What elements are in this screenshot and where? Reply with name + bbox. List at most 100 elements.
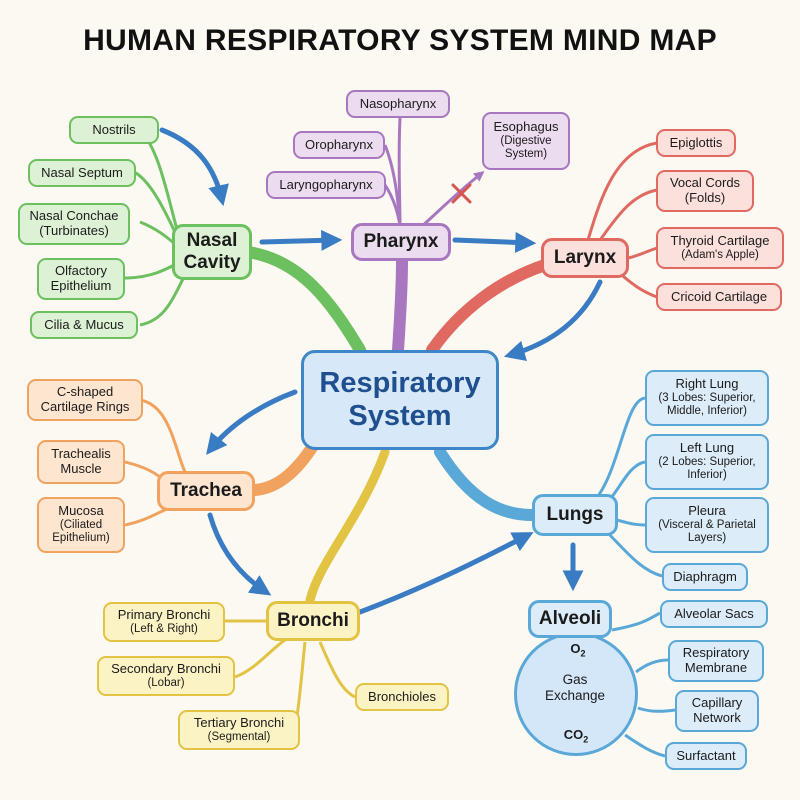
bronchi-item-label: Tertiary Bronchi — [193, 714, 285, 730]
co2-symbol: CO — [563, 727, 584, 742]
nasal-item-label: Olfactory — [54, 263, 107, 279]
pharynx-item-label: Nasopharynx — [359, 95, 437, 111]
branch-nasal — [242, 246, 366, 356]
gas-exchange-line1: Gas — [562, 672, 588, 687]
lungs-item-diaphragm[interactable]: Diaphragm — [662, 563, 748, 591]
lungs-item-label: Diaphragm — [673, 568, 737, 584]
alveoli-item-capillary[interactable]: Capillary Network — [675, 690, 759, 732]
nasal-item-conchae[interactable]: Nasal Conchae (Turbinates) — [18, 203, 130, 245]
larynx-leaf-links — [586, 141, 658, 299]
larynx-item-cricoid[interactable]: Cricoid Cartilage — [656, 283, 782, 311]
bronchi-item-label: Primary Bronchi — [117, 606, 211, 622]
lungs-item-sublabel: Inferior) — [687, 469, 727, 482]
bronchi-item-primary[interactable]: Primary Bronchi (Left & Right) — [103, 602, 225, 642]
esophagus-node[interactable]: Esophagus (Digestive System) — [482, 112, 570, 170]
lungs-item-label: Pleura — [688, 503, 726, 519]
larynx-item-epiglottis[interactable]: Epiglottis — [656, 129, 736, 157]
alveoli-leaf-links — [611, 611, 676, 758]
larynx-item-vocal-cords[interactable]: Vocal Cords (Folds) — [656, 170, 754, 212]
trachea-node[interactable]: Trachea — [157, 471, 255, 511]
nasal-item-sublabel: (Turbinates) — [39, 223, 109, 238]
bronchi-item-label: Secondary Bronchi — [111, 660, 221, 676]
nasal-item-olfactory[interactable]: Olfactory Epithelium — [37, 258, 125, 300]
branch-lungs — [434, 446, 538, 521]
pharynx-item-laryngopharynx[interactable]: Laryngopharynx — [266, 171, 386, 199]
larynx-item-label: Thyroid Cartilage — [670, 232, 770, 248]
nasal-item-nostrils[interactable]: Nostrils — [69, 116, 159, 144]
esophagus-sublabel: System) — [504, 148, 548, 161]
lungs-node[interactable]: Lungs — [532, 494, 618, 536]
nasal-item-sublabel: Epithelium — [50, 278, 112, 293]
trachea-item-trachealis[interactable]: Trachealis Muscle — [37, 440, 125, 484]
trachea-item-mucosa[interactable]: Mucosa (Ciliated Epithelium) — [37, 497, 125, 553]
esophagus-sublabel: (Digestive — [500, 135, 552, 148]
center-node-respiratory-system[interactable]: Respiratory System — [301, 350, 499, 450]
alveoli-label: Alveoli — [538, 608, 602, 630]
bronchi-label: Bronchi — [277, 610, 349, 632]
nasal-item-cilia[interactable]: Cilia & Mucus — [30, 311, 138, 339]
lungs-item-sublabel: (2 Lobes: Superior, — [658, 456, 756, 469]
alveoli-item-surfactant[interactable]: Surfactant — [665, 742, 747, 770]
nasal-cavity-label-line1: Nasal — [186, 230, 238, 252]
lungs-item-label: Right Lung — [675, 376, 739, 392]
pharynx-item-oropharynx[interactable]: Oropharynx — [293, 131, 385, 159]
bronchi-item-sublabel: (Lobar) — [147, 676, 185, 689]
larynx-node[interactable]: Larynx — [541, 238, 629, 278]
branch-pharynx — [392, 256, 408, 356]
center-label-line2: System — [348, 400, 452, 432]
o2-symbol: O — [570, 641, 581, 656]
trachea-item-cartilage-rings[interactable]: C-shaped Cartilage Rings — [27, 379, 143, 421]
lungs-item-label: Left Lung — [679, 440, 735, 456]
alveoli-node[interactable]: Alveoli — [528, 600, 612, 638]
lungs-item-sublabel: (3 Lobes: Superior, — [658, 392, 756, 405]
nasal-item-septum[interactable]: Nasal Septum — [28, 159, 136, 187]
trachea-item-label: C-shaped — [56, 384, 114, 400]
larynx-label: Larynx — [553, 247, 617, 269]
alveoli-item-label: Alveolar Sacs — [674, 605, 754, 621]
larynx-item-sublabel: (Folds) — [684, 190, 726, 205]
pharynx-label: Pharynx — [363, 231, 439, 253]
bronchi-item-secondary[interactable]: Secondary Bronchi (Lobar) — [97, 656, 235, 696]
alveoli-item-sacs[interactable]: Alveolar Sacs — [660, 600, 768, 628]
lungs-item-left-lung[interactable]: Left Lung (2 Lobes: Superior, Inferior) — [645, 434, 769, 490]
trachea-item-label: Mucosa — [58, 503, 104, 519]
pharynx-item-label: Oropharynx — [305, 136, 373, 152]
bronchi-item-bronchioles[interactable]: Bronchioles — [355, 683, 449, 711]
lungs-item-right-lung[interactable]: Right Lung (3 Lobes: Superior, Middle, I… — [645, 370, 769, 426]
lungs-item-pleura[interactable]: Pleura (Visceral & Parietal Layers) — [645, 497, 769, 553]
larynx-item-thyroid[interactable]: Thyroid Cartilage (Adam's Apple) — [656, 227, 784, 269]
gas-exchange-label: Gas Exchange — [532, 672, 618, 704]
bronchi-item-label: Bronchioles — [368, 688, 436, 704]
larynx-item-label: Cricoid Cartilage — [670, 288, 768, 304]
lungs-item-sublabel: Layers) — [687, 532, 727, 545]
pharynx-item-nasopharynx[interactable]: Nasopharynx — [346, 90, 450, 118]
trachea-label: Trachea — [170, 480, 242, 502]
bronchi-node[interactable]: Bronchi — [266, 601, 360, 641]
nasal-cavity-node[interactable]: Nasal Cavity — [172, 224, 252, 280]
co2-subscript: 2 — [583, 734, 589, 745]
nasal-item-label: Cilia & Mucus — [44, 316, 124, 332]
gas-exchange-line2: Exchange — [544, 688, 606, 704]
larynx-item-label: Vocal Cords — [669, 175, 741, 191]
larynx-item-sublabel: (Adam's Apple) — [681, 248, 759, 261]
branch-larynx — [426, 259, 551, 356]
nasal-item-label: Nasal Septum — [41, 164, 123, 180]
alveoli-item-label: Respiratory — [682, 645, 750, 661]
nasal-item-label: Nasal Conchae — [29, 208, 119, 224]
nasal-cavity-label-line2: Cavity — [183, 252, 241, 273]
trachea-item-sublabel: Muscle — [60, 461, 102, 476]
trachea-item-label: Trachealis — [51, 446, 111, 462]
trachea-item-sublabel: (Ciliated — [59, 519, 103, 532]
blocked-x-icon — [451, 183, 472, 204]
lungs-item-sublabel: Middle, Inferior) — [667, 405, 747, 418]
bronchi-item-tertiary[interactable]: Tertiary Bronchi (Segmental) — [178, 710, 300, 750]
trachea-item-sublabel: Epithelium) — [52, 532, 110, 545]
bronchi-item-sublabel: (Segmental) — [207, 730, 271, 743]
pharynx-node[interactable]: Pharynx — [351, 223, 451, 261]
alveoli-item-membrane[interactable]: Respiratory Membrane — [668, 640, 764, 682]
co2-label: CO2 — [556, 727, 596, 745]
lungs-label: Lungs — [546, 504, 604, 526]
o2-subscript: 2 — [580, 648, 586, 659]
alveoli-item-sublabel: Membrane — [684, 660, 748, 675]
